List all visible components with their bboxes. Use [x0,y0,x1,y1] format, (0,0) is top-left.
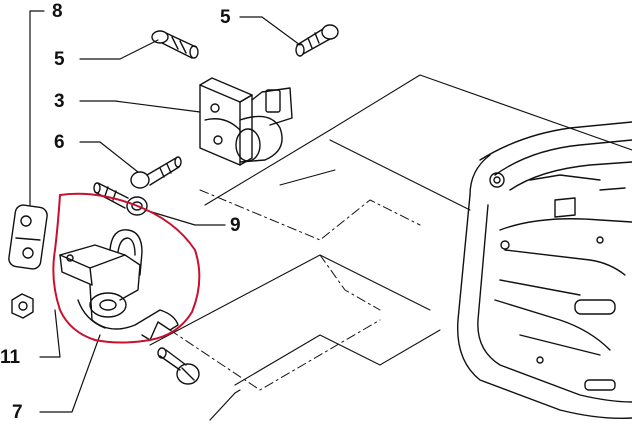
part-11-nut [11,293,34,319]
callout-6: 6 [54,132,65,153]
part-5-bolt-left [151,30,199,59]
callout-7: 7 [12,402,23,423]
door-frame [456,121,632,419]
callout-11: 11 [0,347,21,368]
callout-5-left: 5 [54,49,65,70]
part-6-bolt [130,156,182,189]
part-3-upper-hinge [199,77,293,166]
callout-5-right: 5 [220,7,231,28]
callout-8: 8 [52,1,63,22]
callout-9: 9 [230,215,241,236]
highlight-outline [52,192,201,344]
part-5-bolt-right [295,24,339,57]
part-7-lower-hinge [59,229,179,341]
assembly-guide-lines [149,74,632,386]
dashed-alignment-lines [169,189,421,391]
callout-3: 3 [54,91,65,112]
part-8-rubber-stop [8,204,48,270]
leader-lines [29,10,301,421]
lower-bolt [157,347,200,385]
